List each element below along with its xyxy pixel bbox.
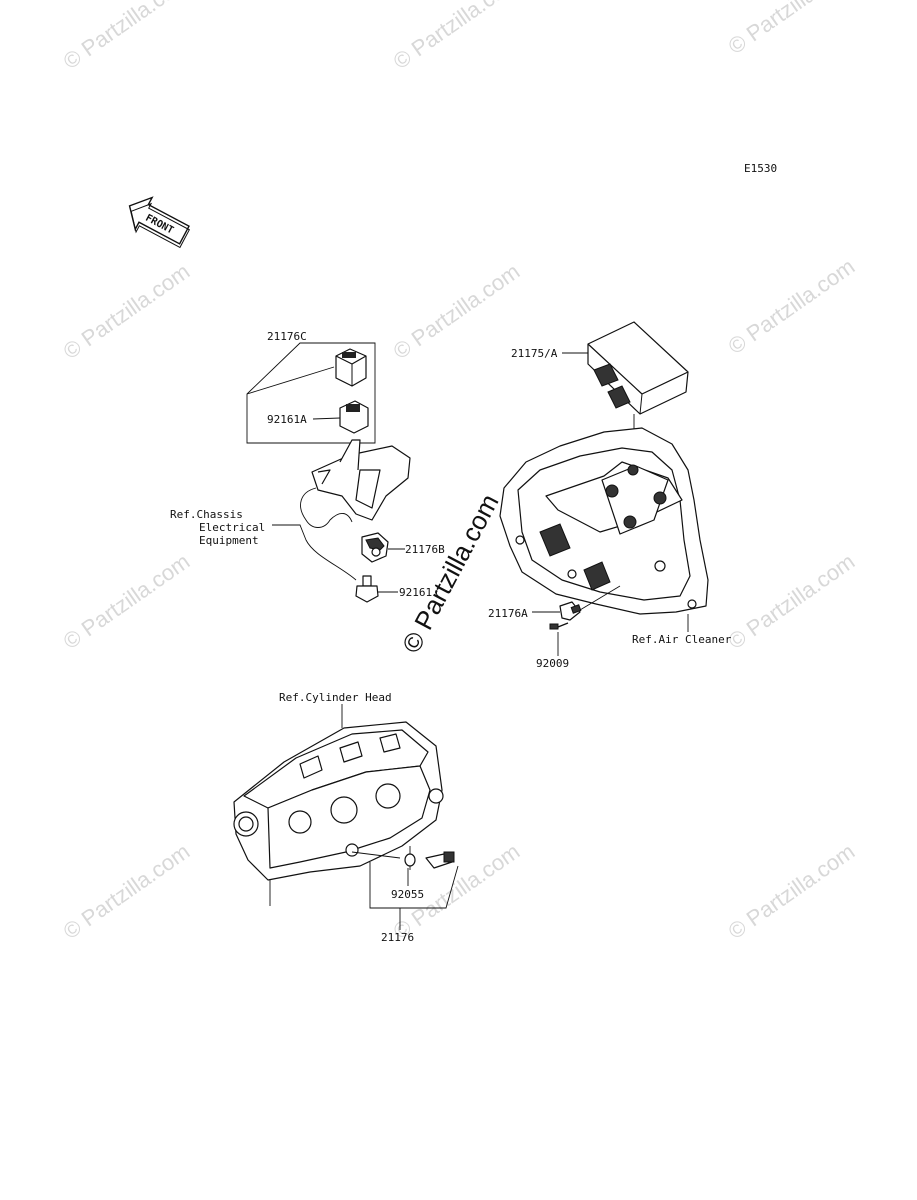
label-21175a: 21175/A — [511, 347, 558, 360]
label-21176: 21176 — [381, 931, 414, 944]
watermark: © Partzilla.com — [59, 839, 195, 945]
sensor-21176b — [361, 532, 389, 563]
label-92009: 92009 — [536, 657, 569, 670]
watermark-layer: © Partzilla.com © Partzilla.com © Partzi… — [59, 0, 860, 944]
watermark: © Partzilla.com — [724, 549, 860, 655]
label-21176b: 21176B — [405, 543, 445, 556]
label-ref-air-cleaner: Ref.Air Cleaner — [632, 633, 732, 646]
sensor-21176 — [425, 851, 455, 869]
diagram-code: E1530 — [744, 162, 777, 175]
screw-92009 — [549, 622, 569, 630]
label-92161: 92161 — [399, 586, 432, 599]
air-cleaner-housing — [499, 427, 709, 615]
sensor-92161 — [355, 575, 379, 603]
front-arrow-icon: FRONT — [128, 196, 191, 249]
relay-holder-92161a — [339, 400, 369, 434]
watermark: © Partzilla.com — [724, 254, 860, 360]
label-92161a: 92161A — [267, 413, 307, 426]
watermark: © Partzilla.com — [389, 0, 525, 74]
watermark-center: © Partzilla.com — [396, 489, 505, 658]
bracket-21176 — [369, 862, 459, 909]
watermark: © Partzilla.com — [389, 259, 525, 365]
label-ref-chassis-2: Electrical — [199, 521, 265, 534]
cylinder-head — [233, 721, 444, 906]
label-ref-chassis-3: Equipment — [199, 534, 259, 547]
label-21176a: 21176A — [488, 607, 528, 620]
label-92055: 92055 — [391, 888, 424, 901]
label-21176c: 21176C — [267, 330, 307, 343]
ecu-21175a — [587, 321, 689, 415]
bracket-21176c — [246, 342, 376, 444]
gasket-92055 — [404, 853, 416, 867]
watermark: © Partzilla.com — [59, 549, 195, 655]
sensor-21176a — [559, 601, 582, 621]
watermark: © Partzilla.com — [59, 0, 195, 74]
watermark: © Partzilla.com — [724, 839, 860, 945]
watermark: © Partzilla.com — [724, 0, 860, 59]
label-ref-cylinder-head: Ref.Cylinder Head — [279, 691, 392, 704]
relay-21176c — [335, 348, 367, 387]
watermark: © Partzilla.com — [59, 259, 195, 365]
label-ref-chassis-1: Ref.Chassis — [170, 508, 243, 521]
mounting-bracket — [300, 439, 411, 528]
